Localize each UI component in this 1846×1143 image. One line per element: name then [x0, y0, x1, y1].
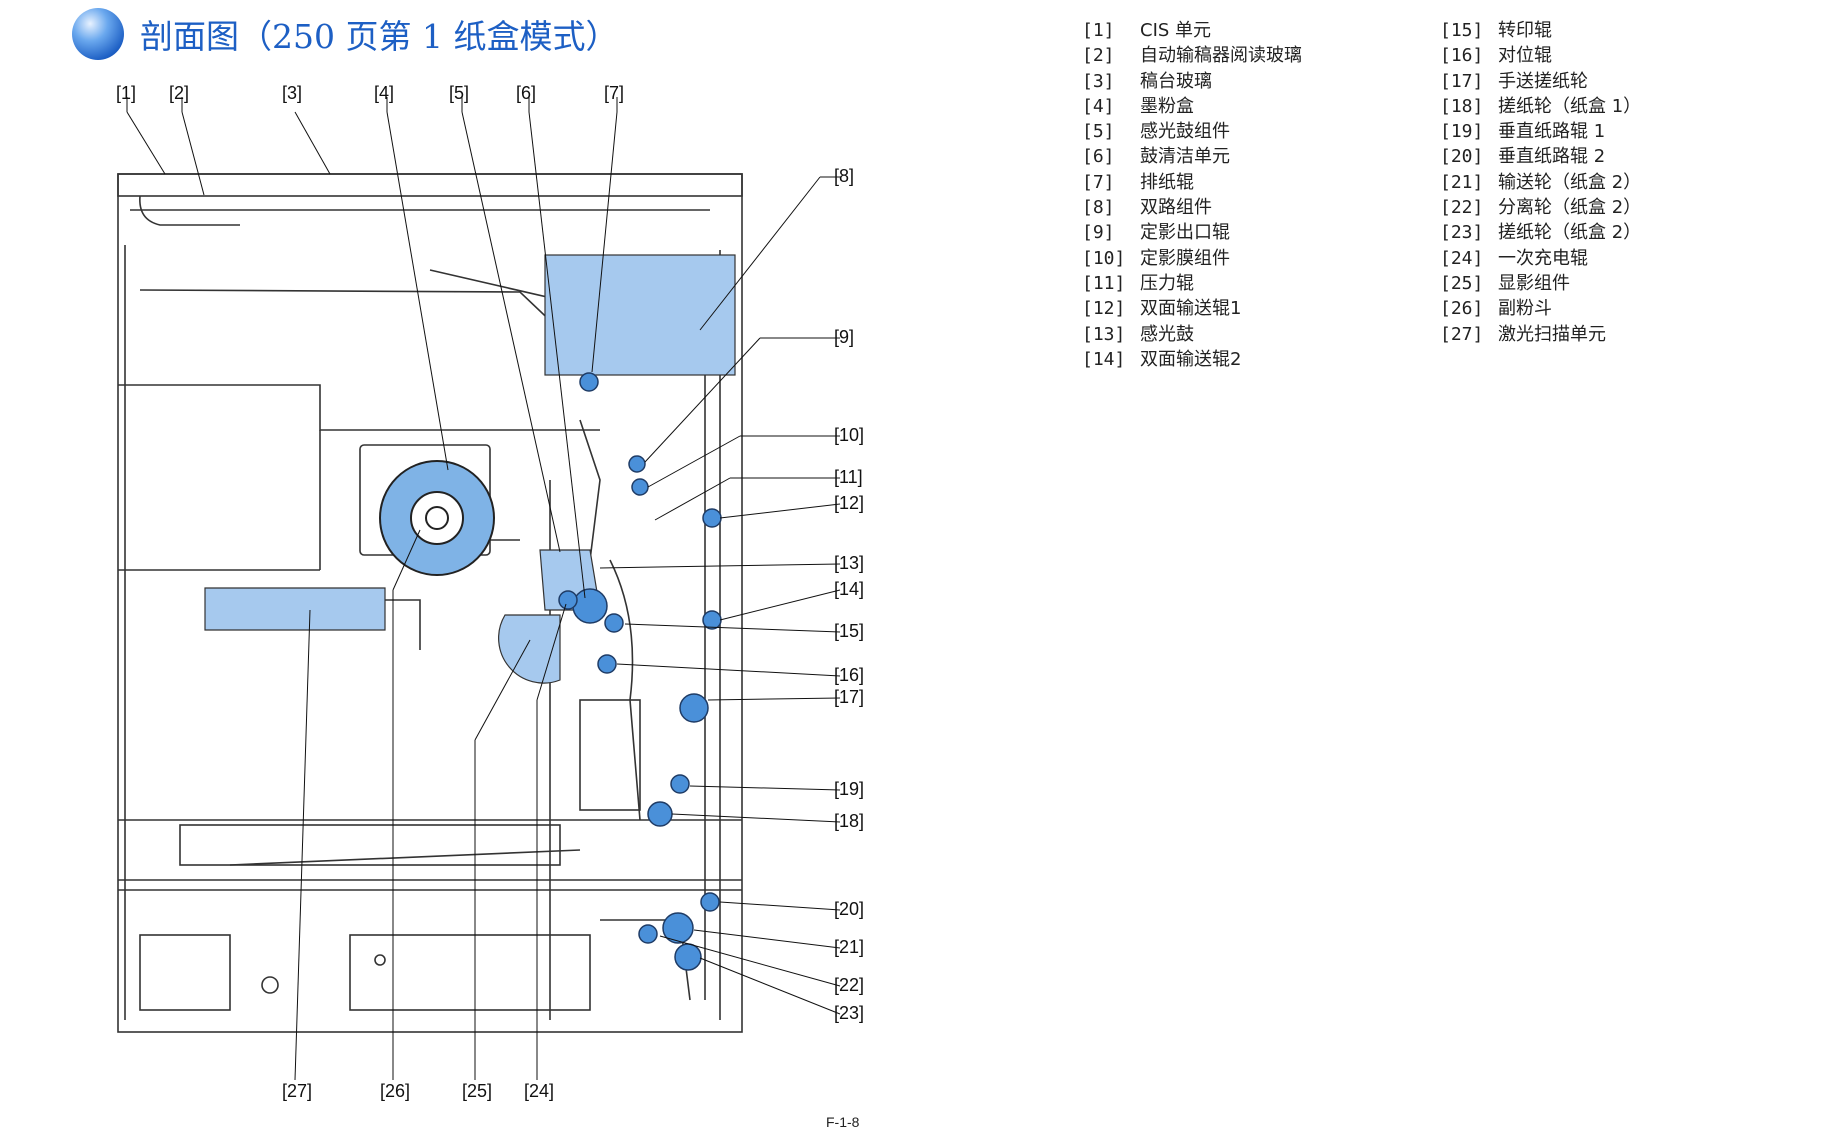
roller-16 [597, 654, 617, 674]
callout-24: [24] [524, 1081, 554, 1101]
duplex-unit-part [544, 254, 736, 376]
legend-row: [1]CIS 单元 [1082, 20, 1212, 41]
roller-22 [638, 924, 658, 944]
callout-19: [19] [834, 779, 864, 799]
callout-27: [27] [282, 1081, 312, 1101]
callout-15: [15] [834, 621, 864, 641]
legend-row: [6]鼓清洁单元 [1082, 146, 1230, 168]
legend-row: [21]输送轮（纸盒 2） [1440, 171, 1642, 193]
roller-19 [670, 774, 690, 794]
legend-row: [5]感光鼓组件 [1082, 121, 1230, 143]
callout-11: [11] [834, 467, 863, 487]
roller-17 [679, 693, 709, 723]
legend-row: [2]自动输稿器阅读玻璃 [1082, 45, 1302, 67]
callout-9: [9] [834, 327, 854, 347]
roller-7 [579, 372, 599, 392]
callout-labels: [1] [2] [3] [4] [5] [6] [7] [8] [9] [10]… [116, 83, 864, 1101]
legend-row: [24]一次充电辊 [1440, 247, 1588, 269]
page-title: 剖面图（250 页第 1 纸盒模式） [140, 17, 619, 56]
callout-22: [22] [834, 975, 864, 995]
legend-row: [20]垂直纸路辊 2 [1440, 146, 1606, 168]
legend-column-right: [15]转印辊 [16]对位辊 [17]手送搓纸轮 [18]搓纸轮（纸盒 1） … [1440, 18, 1800, 347]
callout-26: [26] [380, 1081, 410, 1101]
roller-9 [628, 455, 646, 473]
callout-2: [2] [169, 83, 189, 103]
legend-row: [4]墨粉盒 [1082, 95, 1194, 117]
callout-25: [25] [462, 1081, 492, 1101]
title-bullet-icon [72, 8, 124, 60]
callout-12: [12] [834, 493, 864, 513]
figure-id: F-1-8 [826, 1114, 860, 1130]
laser-scanner-part [204, 587, 386, 631]
roller-24 [558, 590, 578, 610]
legend-row: [25]显影组件 [1440, 272, 1570, 294]
developing-unit-part [498, 614, 561, 684]
callout-1: [1] [116, 83, 136, 103]
legend-row: [14]双面输送辊2 [1082, 348, 1242, 370]
callout-14: [14] [834, 579, 864, 599]
leader-lines [126, 97, 841, 1081]
roller-12 [702, 508, 722, 528]
legend-row: [19]垂直纸路辊 1 [1440, 121, 1606, 143]
callout-10: [10] [834, 425, 864, 445]
legend-row: [12]双面输送辊1 [1082, 298, 1242, 320]
legend-row: [17]手送搓纸轮 [1440, 70, 1588, 92]
roller-14 [702, 610, 722, 630]
callout-17: [17] [834, 687, 864, 707]
callout-13: [13] [834, 553, 864, 573]
callout-6: [6] [516, 83, 536, 103]
roller-15 [604, 613, 624, 633]
roller-21 [662, 912, 694, 944]
callout-8: [8] [834, 166, 854, 186]
callout-21: [21] [834, 937, 864, 957]
roller-10 [631, 478, 649, 496]
roller-13 [572, 588, 608, 624]
callout-7: [7] [604, 83, 624, 103]
legend-row: [3]稿台玻璃 [1082, 70, 1212, 92]
legend-row: [22]分离轮（纸盒 2） [1440, 197, 1642, 219]
callout-5: [5] [449, 83, 469, 103]
callout-18: [18] [834, 811, 864, 831]
legend-row: [11]压力辊 [1082, 272, 1194, 294]
legend-row: [27]激光扫描单元 [1440, 323, 1606, 345]
roller-18 [647, 801, 673, 827]
blue-components [204, 254, 736, 684]
legend-row: [8]双路组件 [1082, 197, 1212, 219]
legend-row: [9]定影出口辊 [1082, 222, 1230, 244]
legend-row: [7]排纸辊 [1082, 171, 1194, 193]
callout-23: [23] [834, 1003, 864, 1023]
callout-4: [4] [374, 83, 394, 103]
legend-column-left: [1]CIS 单元 [2]自动输稿器阅读玻璃 [3]稿台玻璃 [4]墨粉盒 [5… [1082, 18, 1442, 372]
legend-row: [18]搓纸轮（纸盒 1） [1440, 95, 1642, 117]
callout-16: [16] [834, 665, 864, 685]
legend-row: [15]转印辊 [1440, 20, 1552, 41]
legend-row: [10]定影膜组件 [1082, 247, 1230, 269]
legend-row: [16]对位辊 [1440, 45, 1552, 67]
rollers [558, 372, 722, 971]
legend-row: [26]副粉斗 [1440, 298, 1552, 320]
page-header: 剖面图（250 页第 1 纸盒模式） [72, 8, 618, 60]
roller-23 [674, 943, 702, 971]
legend-row: [13]感光鼓 [1082, 323, 1194, 345]
callout-20: [20] [834, 899, 864, 919]
callout-3: [3] [282, 83, 302, 103]
legend-row: [23]搓纸轮（纸盒 2） [1440, 222, 1642, 244]
roller-20 [700, 892, 720, 912]
